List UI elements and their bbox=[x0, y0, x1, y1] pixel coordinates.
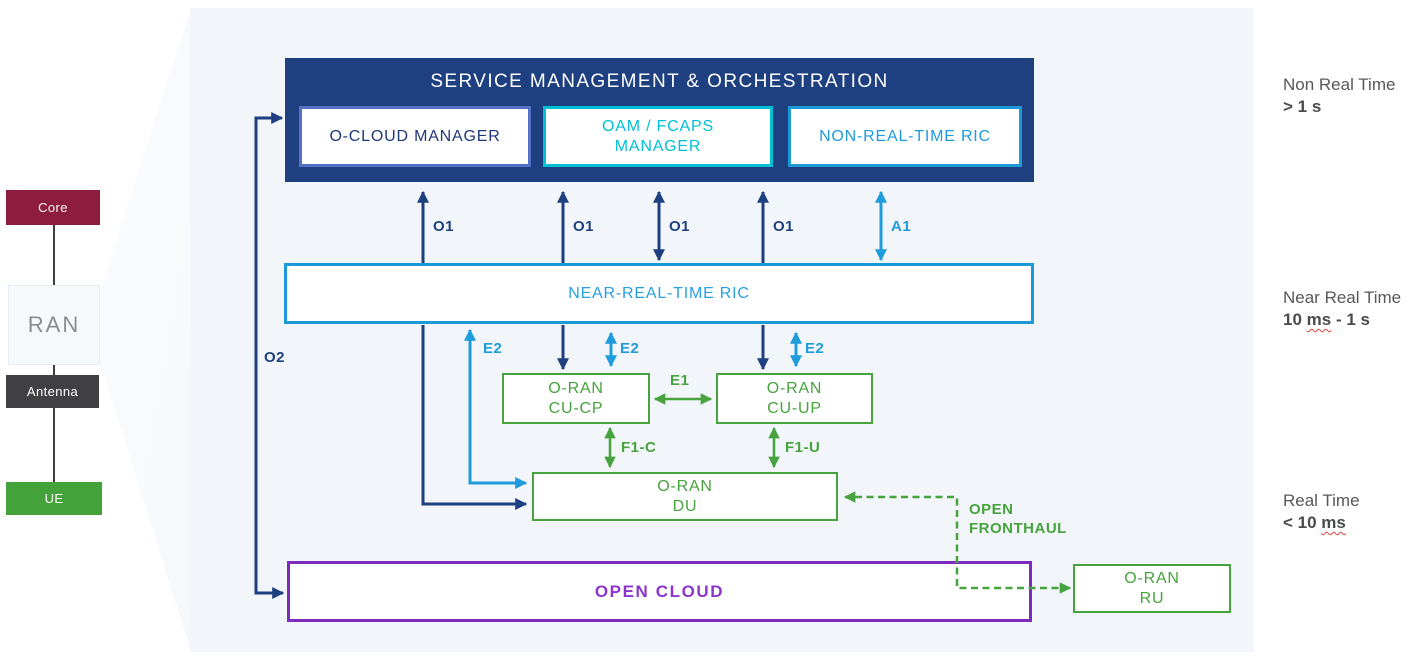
o1-label-3: O1 bbox=[669, 218, 691, 235]
du-box: O-RAN DU bbox=[532, 472, 838, 521]
cu-cp-box: O-RAN CU-CP bbox=[502, 373, 650, 424]
o-cloud-manager-label: O-CLOUD MANAGER bbox=[329, 127, 501, 145]
e2-label-cu-cp: E2 bbox=[620, 340, 640, 357]
cu-up-box: O-RAN CU-UP bbox=[716, 373, 873, 424]
e2-label-du: E2 bbox=[483, 340, 503, 357]
o2-label: O2 bbox=[264, 349, 286, 366]
du-label-line1: O-RAN bbox=[657, 477, 713, 495]
smo-title: SERVICE MANAGEMENT & ORCHESTRATION bbox=[430, 71, 889, 92]
open-cloud-box: OPEN CLOUD bbox=[287, 561, 1032, 622]
o-cloud-manager-box: O-CLOUD MANAGER bbox=[299, 106, 531, 167]
timing-non-real-time: Non Real Time > 1 s bbox=[1283, 74, 1423, 117]
open-cloud-label: OPEN CLOUD bbox=[594, 581, 725, 601]
o1-label-2: O1 bbox=[573, 218, 595, 235]
f1-u-label: F1-U bbox=[785, 439, 821, 456]
timing-value: > 1 s bbox=[1283, 97, 1322, 116]
timing-value: 10 ms - 1 s bbox=[1283, 310, 1370, 329]
ru-label-line1: O-RAN bbox=[1124, 569, 1180, 587]
non-rt-ric-box: NON-REAL-TIME RIC bbox=[788, 106, 1022, 167]
ue-box: UE bbox=[6, 482, 102, 515]
timing-label: Near Real Time bbox=[1283, 288, 1402, 307]
oam-fcaps-label-line1: OAM / FCAPS bbox=[602, 117, 714, 135]
cu-cp-label-line1: O-RAN bbox=[548, 379, 604, 397]
timing-value: < 10 ms bbox=[1283, 513, 1346, 532]
antenna-label: Antenna bbox=[26, 384, 79, 399]
e2-label-cu-up: E2 bbox=[805, 340, 825, 357]
non-rt-ric-label: NON-REAL-TIME RIC bbox=[819, 127, 991, 145]
core-box: Core bbox=[6, 190, 100, 225]
timing-near-real-time: Near Real Time 10 ms - 1 s bbox=[1283, 287, 1423, 330]
ru-box: O-RAN RU bbox=[1073, 564, 1231, 613]
ran-box: RAN bbox=[8, 285, 100, 365]
cu-up-label-line1: O-RAN bbox=[766, 379, 823, 397]
f1-c-label: F1-C bbox=[621, 439, 657, 456]
antenna-box: Antenna bbox=[6, 375, 99, 408]
o1-label-1: O1 bbox=[433, 218, 455, 235]
ru-label-line2: RU bbox=[1139, 589, 1165, 607]
timing-label: Real Time bbox=[1283, 491, 1360, 510]
open-fronthaul-line2: FRONTHAUL bbox=[969, 520, 1067, 537]
du-label-line2: DU bbox=[672, 497, 698, 515]
a1-label: A1 bbox=[891, 218, 912, 235]
cu-up-label-line2: CU-UP bbox=[767, 399, 822, 417]
timing-label: Non Real Time bbox=[1283, 75, 1396, 94]
core-label: Core bbox=[38, 200, 68, 215]
oam-fcaps-manager-box: OAM / FCAPS MANAGER bbox=[543, 106, 773, 167]
near-rt-ric-box: NEAR-REAL-TIME RIC bbox=[284, 263, 1034, 324]
near-rt-ric-label: NEAR-REAL-TIME RIC bbox=[568, 284, 750, 302]
open-fronthaul-label: OPEN FRONTHAUL bbox=[969, 500, 1067, 538]
ran-label: RAN bbox=[27, 312, 81, 337]
e1-label: E1 bbox=[670, 372, 690, 389]
cu-cp-label-line2: CU-CP bbox=[548, 399, 604, 417]
o1-label-4: O1 bbox=[773, 218, 795, 235]
open-fronthaul-line1: OPEN bbox=[969, 501, 1014, 518]
zoom-cone bbox=[100, 8, 191, 652]
timing-real-time: Real Time < 10 ms bbox=[1283, 490, 1423, 533]
oam-fcaps-label-line2: MANAGER bbox=[614, 137, 702, 155]
ue-label: UE bbox=[44, 491, 64, 506]
